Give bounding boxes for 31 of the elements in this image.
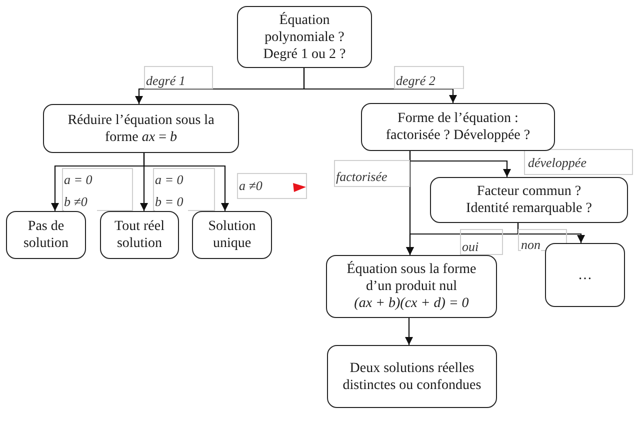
box-text: Réduire l’équation sous la forme ax = b: [66, 112, 216, 146]
edge-label: a ≠0: [239, 178, 262, 193]
box-text: Équation sous la forme d’un produit nul: [346, 261, 478, 295]
box-text: Pas de solution: [22, 218, 70, 252]
arrow: [517, 223, 585, 243]
arrow: [143, 153, 229, 211]
box-text: …: [578, 266, 592, 284]
box-text: Deux solutions réelles distinctes ou confondues: [342, 360, 482, 394]
edge-label: degré 2: [396, 73, 436, 88]
arrow: [303, 68, 457, 103]
box-text: (ax + b)(cx + d) = 0: [354, 295, 469, 312]
rounded-box: [430, 177, 628, 223]
rounded-box: [100, 211, 179, 259]
box-text: Équation polynomiale ? Degré 1 ou 2 ?: [262, 12, 347, 62]
rounded-box: [237, 6, 372, 68]
rounded-box: [6, 211, 86, 259]
edge-label: développée: [528, 155, 586, 170]
edge-label: oui: [462, 239, 479, 254]
rounded-box: [545, 243, 625, 307]
edge-label: degré 1: [146, 73, 186, 88]
box-text: Tout réel solution: [114, 218, 166, 252]
rounded-box: [361, 103, 555, 151]
rounded-box: [326, 255, 497, 318]
rounded-box: [327, 345, 497, 408]
rounded-box: [192, 211, 272, 259]
box-text: Facteur commun ? Identité remarquable ?: [465, 183, 593, 217]
box-text: Solution unique: [207, 218, 257, 252]
arrow: [405, 318, 413, 345]
edge-label: factorisée: [336, 169, 388, 184]
rounded-box: [43, 104, 239, 153]
box-text: Forme de l’équation : factorisée ? Développée ?: [384, 110, 532, 144]
